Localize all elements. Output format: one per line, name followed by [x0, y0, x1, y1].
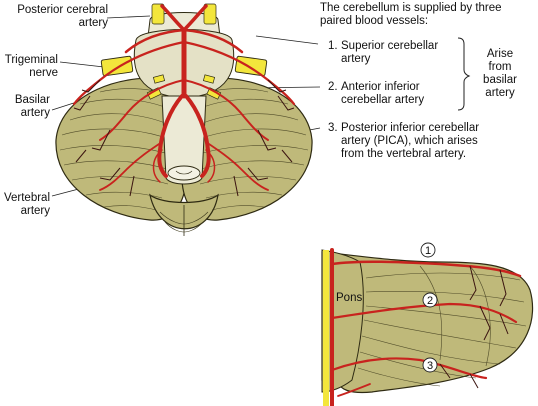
cerebellum-inset: [321, 248, 534, 406]
label-posterior-cerebral-artery: Posterior cerebral artery: [17, 4, 108, 29]
label-pons: Pons: [336, 292, 363, 304]
vessel-number: 1.: [328, 40, 338, 52]
inset-cerebellum: [321, 251, 534, 394]
label-trigeminal-nerve: Trigeminal nerve: [4, 54, 58, 79]
spinal-cord-section: [167, 165, 201, 181]
trigeminal-nerve-left: [100, 55, 134, 77]
bracket: [457, 37, 471, 111]
trigeminal-nerve-right: [234, 55, 268, 77]
vessel-number: 3.: [328, 122, 338, 134]
intro-text: The cerebellum is supplied by three pair…: [320, 2, 502, 27]
label-basilar-artery: Basilar artery: [14, 94, 50, 119]
bracket-note: Arise from basilar artery: [483, 48, 517, 99]
medulla: [161, 95, 207, 185]
cerebellum-main: [55, 3, 313, 236]
vessel-number: 2.: [328, 81, 338, 93]
label-vertebral-artery: Vertebral artery: [3, 192, 50, 217]
